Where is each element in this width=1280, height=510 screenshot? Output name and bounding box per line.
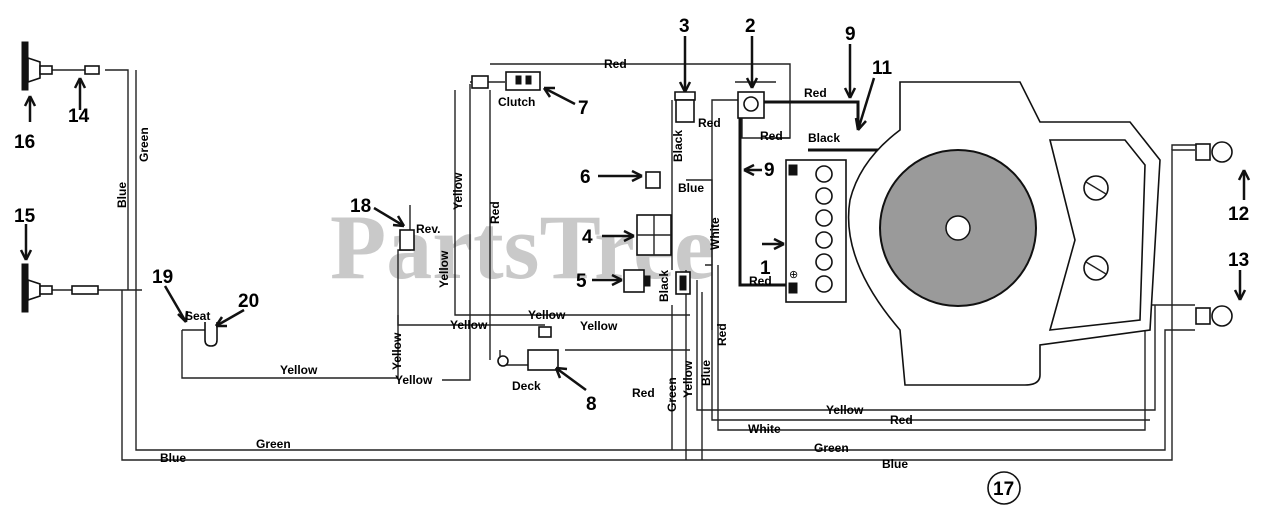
callout-3: 3 bbox=[679, 16, 690, 37]
wire-label-yellow-v1: Yellow bbox=[451, 172, 465, 210]
wire-label-red-bottom: Red bbox=[890, 413, 913, 427]
wire-label-red-rv: Red bbox=[488, 201, 502, 224]
callout-2: 2 bbox=[745, 16, 756, 37]
callout-13: 13 bbox=[1228, 250, 1249, 271]
callout-18: 18 bbox=[350, 196, 371, 217]
callout-arrows bbox=[19, 36, 1251, 392]
callout-9-side: 9 bbox=[764, 160, 775, 181]
wires bbox=[50, 63, 1200, 461]
wire-label-black-5: Black bbox=[657, 270, 671, 302]
wire-label-yellow-h2: Yellow bbox=[580, 319, 618, 333]
callout-1: 1 bbox=[760, 258, 771, 279]
wire-label-green-bottom-1: Green bbox=[256, 437, 291, 451]
wire-label-yellow-mid: Yellow bbox=[450, 318, 488, 332]
rev-label: Rev. bbox=[416, 222, 440, 236]
wire-label-yellow-rev: Yellow bbox=[390, 332, 404, 370]
headlight-15 bbox=[21, 263, 99, 313]
wire-label-blue-v: Blue bbox=[699, 360, 713, 386]
callout-15: 15 bbox=[14, 206, 36, 227]
seat-switch-20 bbox=[204, 322, 218, 347]
wire-label-red-deck: Red bbox=[632, 386, 655, 400]
callout-16: 16 bbox=[14, 132, 35, 153]
wire-label-black-battery: Black bbox=[808, 131, 840, 145]
wire-label-red-2a: Red bbox=[804, 86, 827, 100]
connector-center bbox=[675, 271, 691, 295]
wire-label-black-3: Black bbox=[671, 130, 685, 162]
taillight-12 bbox=[1195, 141, 1233, 163]
wire-label-yellow-v2: Yellow bbox=[437, 250, 451, 288]
callout-7: 7 bbox=[578, 98, 589, 119]
wire-label-white-v: White bbox=[708, 217, 722, 250]
wire-label-red-top: Red bbox=[604, 57, 627, 71]
wire-label-green-v: Green bbox=[665, 377, 679, 412]
rev-switch-18 bbox=[399, 229, 415, 251]
callout-5: 5 bbox=[576, 271, 587, 292]
callout-17-circle bbox=[987, 471, 1021, 505]
wire-label-red-battery: Red bbox=[749, 274, 772, 288]
switch-5 bbox=[623, 269, 651, 293]
callout-20: 20 bbox=[238, 291, 259, 312]
callout-11: 11 bbox=[872, 58, 893, 79]
deck-switch-8 bbox=[497, 349, 559, 371]
ground-connector bbox=[538, 326, 552, 338]
wire-label-yellow-h1: Yellow bbox=[528, 308, 566, 322]
fuse-6 bbox=[645, 171, 661, 189]
wire-label-blue-left: Blue bbox=[115, 182, 129, 208]
wire-labels: Red Red Red Red Black Red Blue Red Yello… bbox=[115, 57, 913, 471]
wire-label-red-2b: Red bbox=[760, 129, 783, 143]
wire-label-green-left: Green bbox=[137, 127, 151, 162]
wire-label-red-solenoid: Red bbox=[698, 116, 721, 130]
connector-clutch bbox=[471, 71, 541, 91]
taillight-13 bbox=[1195, 305, 1233, 327]
wire-label-blue-6: Blue bbox=[678, 181, 704, 195]
wire-label-yellow-v4: Yellow bbox=[681, 360, 695, 398]
solenoid-2 bbox=[735, 81, 776, 119]
svg-text:⊕: ⊕ bbox=[789, 269, 798, 281]
callout-6: 6 bbox=[580, 167, 591, 188]
battery-1: ⊕ bbox=[785, 159, 847, 303]
callout-8: 8 bbox=[586, 394, 597, 415]
wire-label-blue-bottom-1: Blue bbox=[160, 451, 186, 465]
wire-label-blue-bottom-2: Blue bbox=[882, 457, 908, 471]
headlight-16 bbox=[21, 41, 100, 91]
callout-12: 12 bbox=[1228, 204, 1249, 225]
callout-17: 17 bbox=[993, 479, 1014, 500]
wire-label-yellow-low: Yellow bbox=[395, 373, 433, 387]
callout-9-top: 9 bbox=[845, 24, 856, 45]
wire-label-red-v: Red bbox=[715, 323, 729, 346]
deck-label: Deck bbox=[512, 379, 541, 393]
module-4 bbox=[636, 214, 672, 256]
callout-numbers: 1 2 3 4 5 6 7 8 9 9 11 12 13 14 15 16 17… bbox=[14, 16, 1249, 505]
wire-label-green-bottom-2: Green bbox=[814, 441, 849, 455]
wire-label-white-bottom: White bbox=[748, 422, 781, 436]
callout-14: 14 bbox=[68, 106, 90, 127]
clutch-label: Clutch bbox=[498, 95, 535, 109]
wire-label-yellow-bottom: Yellow bbox=[826, 403, 864, 417]
engine-outline bbox=[847, 81, 1161, 386]
callout-19: 19 bbox=[152, 267, 173, 288]
key-switch-3 bbox=[674, 91, 696, 123]
seat-label: Seat bbox=[185, 309, 210, 323]
callout-4: 4 bbox=[582, 227, 593, 248]
wire-label-yellow-seat: Yellow bbox=[280, 363, 318, 377]
component-labels: Clutch Rev. Seat Deck bbox=[185, 95, 541, 393]
